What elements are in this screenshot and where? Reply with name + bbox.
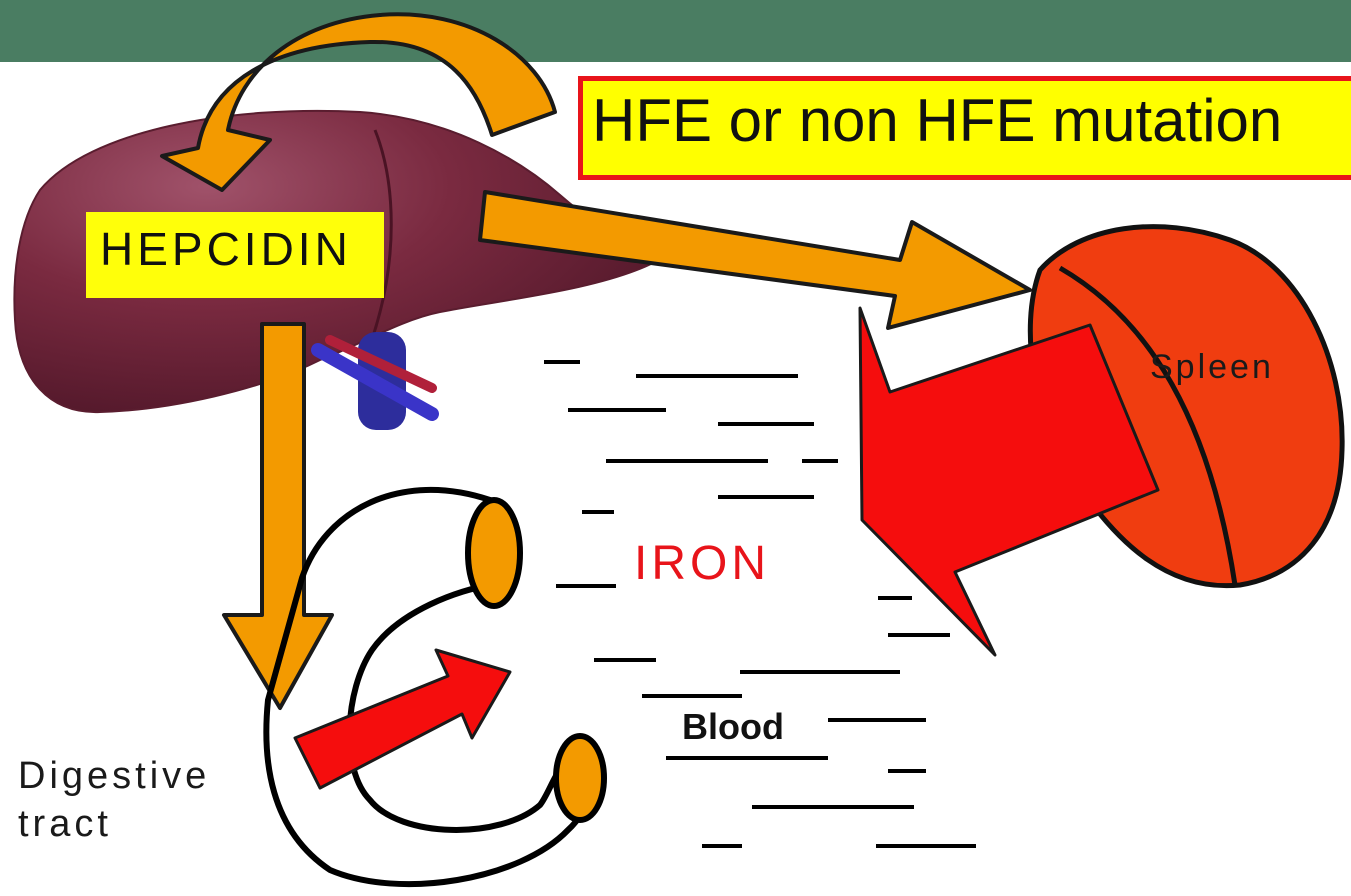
digestive-label-line2: tract bbox=[18, 800, 210, 848]
spleen-label: Spleen bbox=[1150, 348, 1274, 387]
digestive-label-line1: Digestive bbox=[18, 752, 210, 800]
red-arrow-from-gut bbox=[295, 650, 510, 788]
tract-opening-top bbox=[468, 500, 520, 606]
blood-label: Blood bbox=[682, 706, 784, 748]
iron-label: IRON bbox=[634, 536, 770, 591]
hepcidin-label: HEPCIDIN bbox=[100, 222, 352, 276]
mutation-label: HFE or non HFE mutation bbox=[592, 86, 1282, 155]
tract-opening-bottom bbox=[556, 736, 604, 820]
digestive-tract-label: Digestive tract bbox=[18, 752, 210, 848]
